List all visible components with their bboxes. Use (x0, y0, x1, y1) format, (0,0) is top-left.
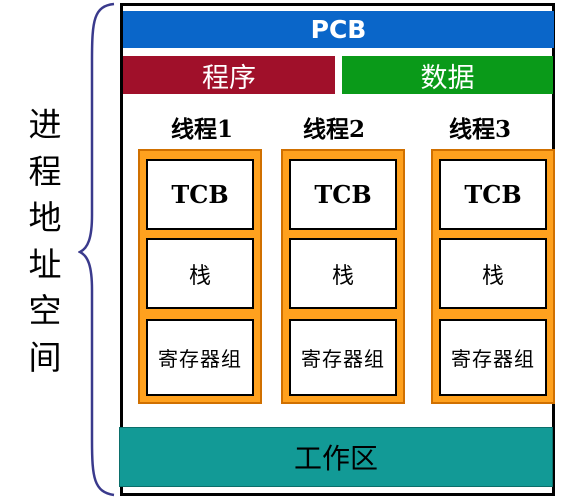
side-label-char: 地 (28, 198, 62, 237)
thread-1-registers: 寄存器组 (146, 319, 254, 396)
thread-1-label: 线程1 (170, 116, 233, 143)
program-bar: 程序 (123, 56, 335, 94)
thread-1-stack: 栈 (146, 238, 254, 309)
side-label-char: 空 (28, 291, 62, 330)
thread-3-stack: 栈 (439, 238, 547, 309)
side-label-char: 程 (28, 151, 62, 191)
thread-3-label: 线程3 (448, 116, 511, 143)
thread-3-registers: 寄存器组 (439, 319, 547, 396)
thread-2-registers: 寄存器组 (289, 319, 397, 396)
side-label-char: 址 (28, 244, 62, 284)
thread-2-tcb: TCB (289, 159, 397, 230)
curly-brace (78, 2, 115, 497)
thread-2-stack: 栈 (289, 238, 397, 309)
side-label-char: 间 (28, 337, 62, 377)
process-address-space-label: 进程地址空间 (20, 102, 70, 381)
thread-1-box: TCB 栈 寄存器组 (138, 149, 262, 404)
side-label-char: 进 (28, 105, 62, 144)
pcb-bar: PCB (123, 11, 554, 48)
data-bar: 数据 (342, 56, 553, 94)
thread-2-box: TCB 栈 寄存器组 (281, 149, 405, 404)
thread-2-label: 线程2 (302, 116, 365, 143)
thread-3-tcb: TCB (439, 159, 547, 230)
thread-3-box: TCB 栈 寄存器组 (431, 149, 555, 404)
work-area-bar: 工作区 (119, 427, 553, 487)
thread-1-tcb: TCB (146, 159, 254, 230)
